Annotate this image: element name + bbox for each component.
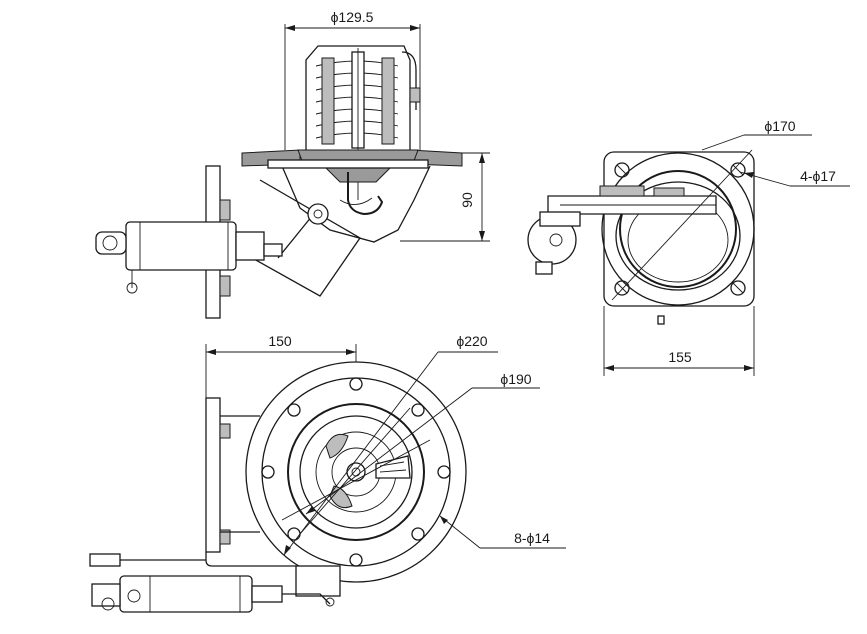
side-dimensions: ϕ170 4-ϕ17 155 [603,118,850,376]
actuator-cylinder [95,221,283,294]
side-view [527,149,755,325]
dim-plan-inner-diameter: ϕ190 [500,371,531,387]
dim-side-width: 155 [668,349,692,365]
plan-view [89,361,467,613]
plan-inner-circle [287,403,425,541]
plan-actuator [91,575,335,613]
section-view [95,45,463,319]
side-bolt-holes [614,162,746,296]
spring-housing [305,45,411,150]
latch-hook [347,172,384,216]
dim-side-diameter: ϕ170 [764,118,795,134]
plan-dimensions: 150 ϕ220 ϕ190 8-ϕ14 [205,333,566,556]
dim-top-height: 90 [459,192,475,208]
dim-side-holes: 4-ϕ17 [800,168,836,184]
plan-mount-plate [205,397,221,553]
top-dimensions: ϕ129.5 90 [284,9,490,242]
plan-bolt-holes [261,377,451,567]
dim-plan-holes: 8-ϕ14 [514,530,550,546]
valve-body [281,165,431,243]
dim-top-diameter: ϕ129.5 [331,9,374,25]
dim-plan-outer-diameter: ϕ220 [456,333,487,349]
plan-blades [325,433,411,509]
dim-plan-length: 150 [268,333,292,349]
side-outer-circle [601,152,755,306]
